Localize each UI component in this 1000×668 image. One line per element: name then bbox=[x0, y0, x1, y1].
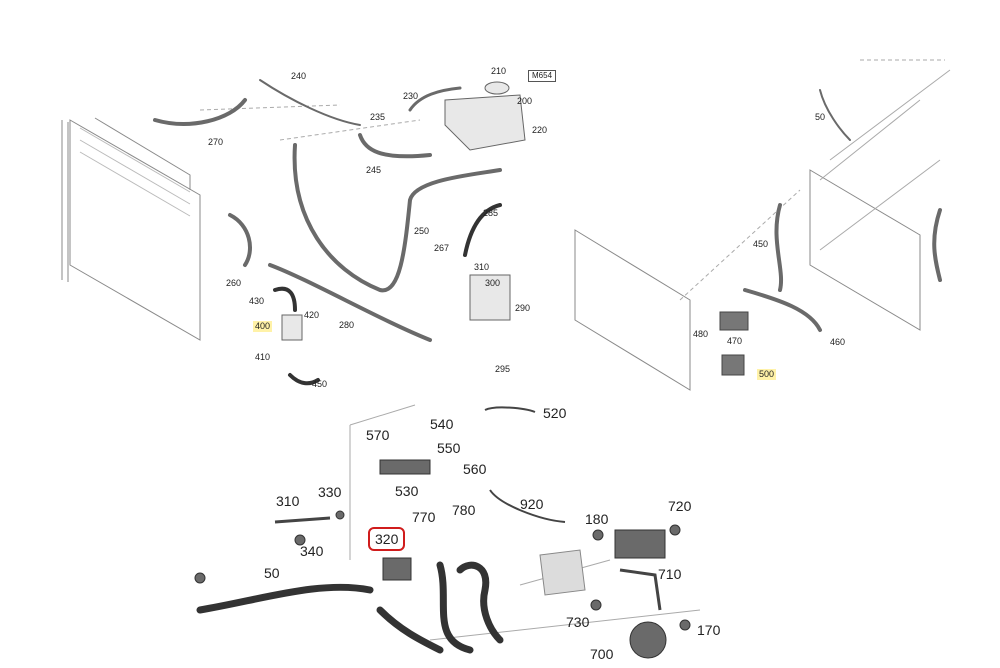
pump-700 bbox=[629, 621, 667, 659]
part-label: 720 bbox=[668, 498, 692, 514]
part-label: 330 bbox=[318, 484, 342, 500]
hose-520 bbox=[484, 406, 536, 413]
radiator-left-outline bbox=[69, 119, 201, 341]
part-label: 300 bbox=[485, 278, 501, 288]
part-label: 230 bbox=[403, 91, 419, 101]
part-label: 420 bbox=[304, 310, 320, 320]
part-label: 450 bbox=[753, 239, 769, 249]
part-label: 450 bbox=[312, 379, 328, 389]
part-label: 340 bbox=[300, 543, 324, 559]
hose-450-right bbox=[774, 203, 783, 292]
part-label: 250 bbox=[414, 226, 430, 236]
part-label: 920 bbox=[520, 496, 544, 512]
bracket-180 bbox=[614, 529, 666, 559]
part-label: 520 bbox=[543, 405, 567, 421]
engine-tag: M654 bbox=[528, 70, 557, 82]
part-label: 295 bbox=[495, 364, 511, 374]
radiator-mid-outline bbox=[574, 229, 691, 391]
hose-920 bbox=[489, 489, 566, 523]
part-label: 410 bbox=[255, 352, 271, 362]
housing-ghost bbox=[539, 549, 586, 596]
part-label-circled: 320 bbox=[368, 527, 406, 551]
part-label: 170 bbox=[697, 622, 721, 638]
part-label: 470 bbox=[727, 336, 743, 346]
sensor-320 bbox=[382, 557, 412, 581]
part-label: 245 bbox=[366, 165, 382, 175]
hose-50 bbox=[196, 583, 374, 614]
part-label: 270 bbox=[208, 137, 224, 147]
hose-460 bbox=[743, 288, 822, 332]
part-label: 700 bbox=[590, 646, 614, 662]
part-label: 285 bbox=[483, 208, 499, 218]
part-label: 235 bbox=[370, 112, 386, 122]
part-label: 430 bbox=[249, 296, 265, 306]
radiator-right-outline bbox=[809, 169, 921, 331]
part-label: 50 bbox=[264, 565, 280, 581]
part-label-highlighted: 400 bbox=[253, 321, 273, 332]
hose-285 bbox=[463, 203, 502, 257]
part-label: 310 bbox=[474, 262, 490, 272]
part-label: 180 bbox=[585, 511, 609, 527]
part-label: 310 bbox=[276, 493, 300, 509]
part-label: 260 bbox=[226, 278, 242, 288]
part-label-highlighted: 500 bbox=[757, 369, 777, 380]
pump-300 bbox=[469, 274, 511, 321]
hose-280 bbox=[268, 263, 432, 342]
bracket-310 bbox=[274, 516, 331, 524]
hose-250 bbox=[292, 143, 502, 293]
part-label: 220 bbox=[532, 125, 548, 135]
part-label: 730 bbox=[566, 614, 590, 630]
part-label: 290 bbox=[515, 303, 531, 313]
part-label: 570 bbox=[366, 427, 390, 443]
part-label: 240 bbox=[291, 71, 307, 81]
hose-270 bbox=[153, 98, 247, 126]
part-label: 480 bbox=[693, 329, 709, 339]
part-label: 267 bbox=[434, 243, 450, 253]
part-label: 770 bbox=[412, 509, 436, 525]
valve-500 bbox=[721, 354, 745, 376]
part-label: 460 bbox=[830, 337, 846, 347]
part-label: 710 bbox=[658, 566, 682, 582]
valve-470 bbox=[719, 311, 749, 331]
expansion-tank bbox=[444, 94, 526, 151]
part-label: 530 bbox=[395, 483, 419, 499]
part-label: 210 bbox=[491, 66, 507, 76]
part-label: 50 bbox=[815, 112, 826, 122]
part-label: 200 bbox=[517, 96, 533, 106]
part-label: 780 bbox=[452, 502, 476, 518]
hose-main bbox=[436, 561, 474, 654]
part-label: 560 bbox=[463, 461, 487, 477]
part-label: 550 bbox=[437, 440, 461, 456]
part-label: 280 bbox=[339, 320, 355, 330]
part-label: 540 bbox=[430, 416, 454, 432]
